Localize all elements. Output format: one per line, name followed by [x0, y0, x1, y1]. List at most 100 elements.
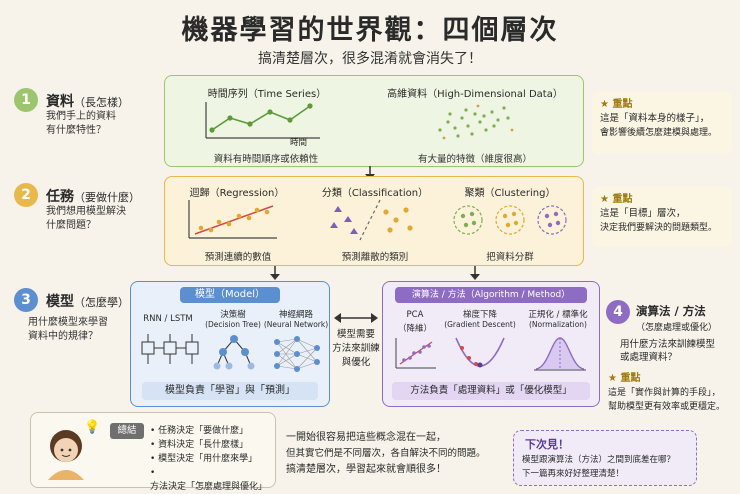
classification-chart [330, 199, 413, 241]
level-1-number: 1 [14, 88, 38, 112]
level-1-name: 資料 [46, 94, 74, 110]
star-icon: ★ [608, 373, 617, 384]
tree-title: 決策樹 [220, 310, 246, 320]
task-layer-box [164, 176, 584, 266]
rnn-title: RNN / LSTM [143, 314, 193, 324]
next-line-1: 模型跟演算法（方法）之間到底差在哪？ [522, 455, 676, 465]
level-3-desc-2: 資料中的規律？ [28, 331, 98, 342]
note-1-head: 重點 [612, 99, 633, 110]
summary-item-text: 方法決定「怎麼處理與優化」 [150, 482, 268, 492]
level-1-desc-1: 我們手上的資料 [46, 111, 116, 122]
summary-text-line-2: 但其實它們是不同層次，各自解決不同的問題。 [286, 448, 486, 459]
note-1-line-2: 會影響後續怎麼建模與處理。 [600, 128, 718, 138]
summary-item: • 方法決定「怎麼處理與優化」 [150, 468, 268, 492]
note-2: ★ 重點 這是「目標」層次， 決定我們要解決的問題類型。 [592, 187, 732, 247]
note-2-line-1: 這是「目標」層次， [600, 208, 686, 219]
level-4-desc-2: 或處理資料？ [620, 352, 678, 363]
summary-item: • 模型決定「用什麼來學」 [150, 454, 258, 464]
level-2-number: 2 [14, 183, 38, 207]
level-3-desc-1: 用什麼模型來學習 [28, 317, 108, 328]
model-footer: 模型負責「學習」與「預測」 [142, 382, 318, 400]
model-header-text: 模型（Model） [194, 289, 266, 300]
summary-text-line-1: 一開始很容易把這些概念混在一起， [286, 432, 446, 443]
next-line-2: 下一篇再來好好整理清楚！ [522, 469, 625, 479]
summary-item-text: 任務決定「要做什麼」 [158, 426, 249, 436]
middle-note-line-3: 與優化 [341, 357, 371, 368]
model-header: 模型（Model） [180, 287, 280, 303]
pca-sub: （降維） [397, 324, 432, 334]
person-icon [48, 430, 84, 480]
algo-header: 演算法 / 方法（Algorithm / Method） [395, 287, 587, 303]
middle-note-line-1: 模型需要 [336, 329, 375, 340]
note-3: ★ 重點 這是「實作與計算的手段」， 幫助模型更有效率或更穩定。 [604, 370, 736, 422]
note-2-head: 重點 [612, 194, 633, 205]
arrow-task-to-model [270, 266, 280, 280]
note-1: ★ 重點 這是「資料本身的樣子」， 會影響後續怎麼建模與處理。 [592, 92, 732, 154]
high-dim-caption: 有大量的特徵（維度很高） [417, 154, 532, 165]
regression-caption: 預測連續的數值 [204, 252, 272, 263]
middle-note-line-2: 方法來訓練 [332, 343, 380, 354]
regression-title: 迴歸（Regression） [189, 188, 285, 199]
high-dim-title: 高維資料（High-Dimensional Data） [387, 89, 563, 100]
middle-note: 模型需要 方法來訓練 與優化 [332, 328, 380, 370]
rnn-diagram [141, 334, 199, 364]
next-box [513, 430, 697, 486]
data-layer-box [164, 75, 584, 167]
summary-text-line-3: 搞清楚層次，學習起來就會順很多！ [286, 464, 446, 475]
summary-label-text: 總結 [117, 425, 137, 436]
summary-item-text: 資料決定「長什麼樣」 [158, 440, 249, 450]
level-1-desc-2: 有什麼特性？ [46, 125, 106, 136]
nn-title: 神經網路 [278, 310, 313, 320]
time-series-chart [205, 102, 320, 139]
level-4-number: 4 [606, 300, 630, 324]
norm-chart [534, 337, 586, 371]
algo-footer: 方法負責「處理資料」或「優化模型」 [392, 382, 590, 400]
gd-chart [455, 337, 505, 368]
summary-list: • 任務決定「要做什麼」 • 資料決定「長什麼樣」 • 模型決定「用什麼來學」 … [150, 424, 274, 494]
level-4-name: 演算法 / 方法 [636, 304, 706, 318]
gd-title: 梯度下降 [462, 310, 497, 320]
level-3-paren: （怎麼學） [74, 296, 129, 309]
clustering-title: 聚類（Clustering） [464, 188, 556, 199]
high-dim-scatter [438, 104, 514, 140]
star-icon: ★ [600, 194, 609, 205]
pca-chart [395, 338, 436, 369]
level-2-paren: （要做什麼） [74, 191, 140, 204]
model-footer-text: 模型負責「學習」與「預測」 [165, 385, 295, 396]
level-2-desc-1: 我們想用模型解決 [46, 206, 126, 217]
page-subtitle: 搞清楚層次，很多混淆就會消失了！ [258, 51, 482, 67]
pca-title: PCA [406, 310, 424, 320]
lightbulb-icon: 💡 [84, 420, 101, 435]
double-arrow [334, 313, 378, 323]
summary-item: • 任務決定「要做什麼」 [150, 426, 249, 436]
note-2-line-2: 決定我們要解決的問題類型。 [600, 223, 718, 233]
level-2-desc-2: 什麼問題？ [46, 220, 96, 231]
tree-en: (Decision Tree) [205, 320, 261, 329]
note-3-head: 重點 [620, 373, 641, 384]
tree-diagram [213, 335, 255, 370]
note-3-line-2: 幫助模型更有效率或更穩定。 [608, 402, 726, 412]
time-series-caption: 資料有時間順序或依賴性 [213, 154, 319, 165]
level-4-paren: （怎麼處理或優化） [636, 323, 718, 333]
level-3-number: 3 [14, 288, 38, 312]
summary-item-text: 模型決定「用什麼來學」 [158, 454, 258, 464]
summary-item: • 資料決定「長什麼樣」 [150, 440, 249, 450]
nn-en: (Neural Network) [263, 320, 329, 329]
norm-en: (Normalization) [529, 320, 587, 329]
regression-chart [188, 200, 277, 239]
gd-en: (Gradient Descent) [444, 320, 516, 329]
level-3-name: 模型 [46, 294, 74, 310]
note-3-line-1: 這是「實作與計算的手段」， [608, 388, 721, 398]
clustering-caption: 把資料分群 [486, 252, 534, 263]
note-1-line-1: 這是「資料本身的樣子」， [600, 113, 710, 124]
level-2-name: 任務 [46, 189, 74, 205]
next-head: 下次見！ [525, 438, 569, 451]
level-4-desc-1: 用什麼方法來訓練模型 [620, 339, 716, 350]
page-title: 機器學習的世界觀：四個層次 [181, 15, 559, 46]
algo-footer-text: 方法負責「處理資料」或「優化模型」 [410, 385, 572, 396]
classification-caption: 預測離散的類別 [341, 252, 409, 263]
classification-title: 分類（Classification） [321, 188, 429, 199]
arrow-task-to-algo [470, 266, 480, 280]
time-series-title: 時間序列（Time Series） [207, 89, 327, 100]
clustering-chart [453, 205, 567, 235]
